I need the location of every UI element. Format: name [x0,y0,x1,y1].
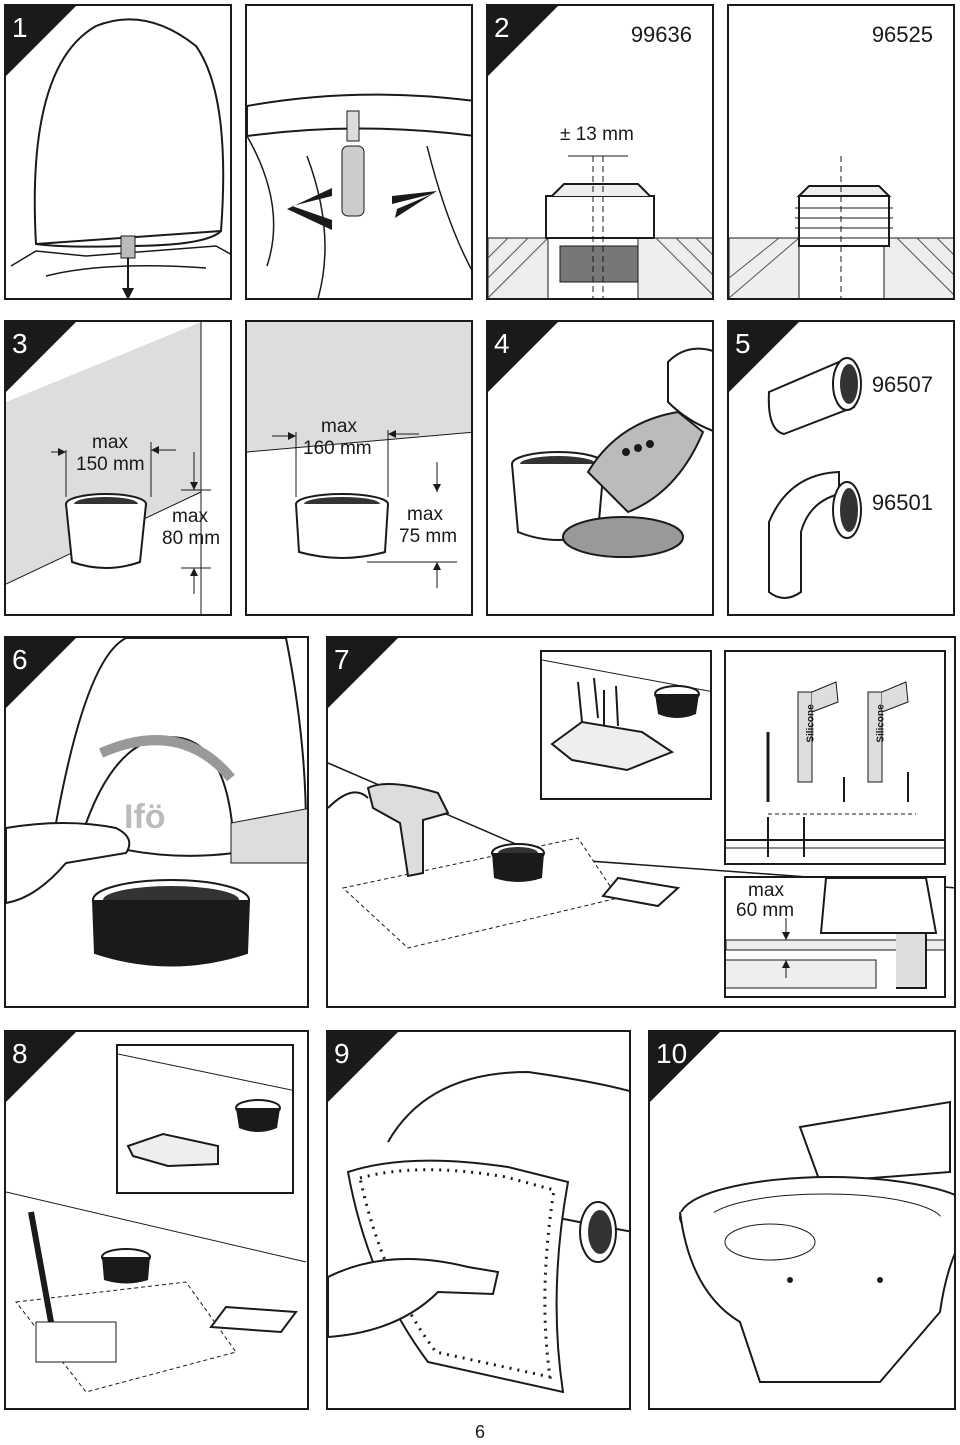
illustration-apply-gasket [328,1070,629,1394]
panel-step-3b: max 160 mm max 75 mm [245,320,473,616]
width-value: 150 mm [76,454,145,475]
illustration-mark-position [6,1191,307,1393]
step-corner [6,6,76,76]
panel-step-3a: 3 max 150 mm max 80 mm [4,320,232,616]
step-number: 10 [656,1038,688,1069]
panel-step-2b: 96525 [727,4,955,300]
panel-step-6: 6 Ifö [4,636,309,1008]
illustration-cover-install [6,638,307,967]
height-max-label: max [407,504,443,525]
inset-max-depth: max 60 mm [724,876,946,998]
step-corner [6,638,76,708]
step-number: 6 [12,644,28,675]
illustration-grinder-cutting [511,347,712,558]
silicone-label: Silicone [875,704,887,743]
step-number: 3 [12,328,28,359]
step-number: 9 [334,1038,350,1069]
illustration-silicone-guns [726,681,944,857]
step-number: 4 [494,328,510,359]
width-value: 160 mm [303,438,372,459]
part-number: 96525 [871,22,933,47]
illustration-wall-distance-b [247,322,471,588]
tolerance-label: ± 13 mm [560,124,634,145]
panel-step-8: 8 [4,1030,309,1410]
illustration-connectors [767,357,862,599]
illustration-finished-toilet [679,1100,954,1383]
width-max-label: max [321,416,357,437]
illustration-valve-remove [247,93,471,298]
step-corner [488,6,558,76]
panel-step-4: 4 [486,320,714,616]
page-number: 6 [474,1422,485,1442]
illustration-cistern-valve [10,18,230,298]
step-corner [328,1032,398,1102]
illustration-fixing-plate [118,1053,292,1168]
height-value: 75 mm [399,526,458,547]
width-max-label: max [92,432,128,453]
inset-silicone: Silicone Silicone [724,650,946,865]
panel-step-9: 9 [326,1030,631,1410]
step-corner [6,1032,76,1102]
step-corner [650,1032,720,1102]
step-number: 2 [494,12,510,43]
silicone-label: Silicone [805,704,817,743]
illustration-drill-fixing [328,762,954,949]
step-number: 7 [334,644,350,675]
step-number: 1 [12,12,28,43]
step-corner [6,322,76,392]
step-corner [328,638,398,708]
max-value: 60 mm [736,900,795,921]
panel-step-2a: 2 99636 ± 13 mm [486,4,714,300]
height-max-label: max [172,506,208,527]
max-label: max [748,880,784,901]
step-corner [488,322,558,392]
illustration-max-depth [726,878,944,989]
height-value: 80 mm [162,528,221,549]
part-number: 96507 [871,372,933,397]
step-number: 5 [735,328,751,359]
part-number: 99636 [630,22,692,47]
illustration-connector-99636 [488,155,712,298]
panel-step-10: 10 [648,1030,956,1410]
inset-screws [540,650,712,800]
illustration-fixing-kit [542,659,710,772]
panel-step-1b [245,4,473,300]
panel-step-1a: 1 [4,4,232,300]
step-number: 8 [12,1038,28,1069]
inset-fixing-plate [116,1044,294,1194]
step-corner [729,322,799,392]
part-number: 96501 [871,490,933,515]
panel-step-7: 7 Silicone Silicone [326,636,956,1008]
illustration-connector-96525 [729,156,953,298]
panel-step-5: 5 96507 96501 [727,320,955,616]
brand-logo: Ifö [124,798,166,836]
